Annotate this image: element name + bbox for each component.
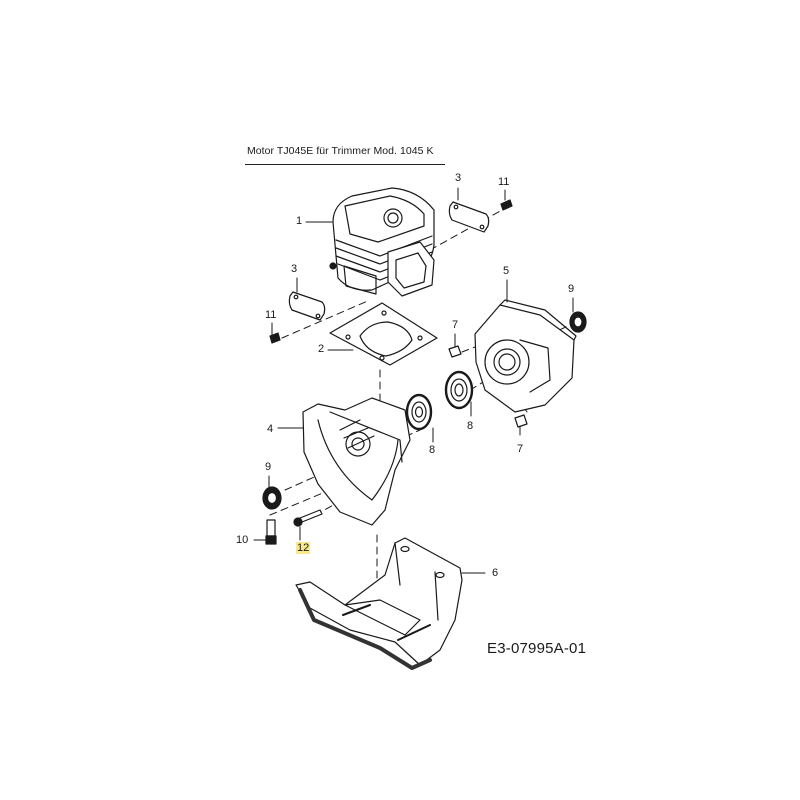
screw-right-part-11	[500, 199, 513, 211]
shaft-seal-left-part-9	[262, 486, 282, 510]
screw-part-12	[293, 509, 323, 527]
callout-4: 4	[267, 423, 274, 435]
callout-7-upper: 7	[452, 319, 459, 331]
cylinder-part-1	[329, 187, 435, 297]
dowel-pin-upper-part-7	[448, 345, 462, 358]
diagram-title: Motor TJ045E für Trimmer Mod. 1045 K	[247, 145, 434, 157]
ball-bearing-right-part-8	[444, 370, 474, 410]
callout-11-right: 11	[498, 176, 510, 188]
cover-plate-left-part-3	[288, 291, 326, 321]
cylinder-gasket-part-2	[329, 302, 438, 366]
callout-9-right: 9	[568, 283, 575, 295]
callout-3-left: 3	[291, 263, 298, 275]
ball-bearing-left-part-8	[405, 393, 433, 431]
callout-6: 6	[492, 567, 499, 579]
callout-10: 10	[236, 534, 249, 546]
screw-left-part-11	[269, 332, 281, 344]
callout-12-highlighted: 12	[296, 542, 311, 554]
cover-plate-right-part-3	[448, 201, 490, 233]
callout-2: 2	[318, 343, 325, 355]
callout-8-left: 8	[429, 444, 436, 456]
callout-5: 5	[503, 265, 510, 277]
callout-1: 1	[296, 215, 303, 227]
callout-3-right: 3	[455, 172, 462, 184]
leader-lines	[253, 187, 574, 574]
title-underline	[245, 164, 445, 166]
fuel-tank-bracket-part-6	[295, 537, 463, 670]
crankcase-right-part-5	[474, 299, 577, 413]
callout-9-left: 9	[265, 461, 272, 473]
drawing-code: E3-07995A-01	[487, 640, 587, 657]
bolt-part-10	[265, 519, 277, 545]
callout-11-left: 11	[265, 309, 277, 321]
dowel-pin-lower-part-7	[514, 414, 528, 428]
crankcase-left-part-4	[302, 397, 411, 526]
shaft-seal-right-part-9	[569, 311, 587, 333]
callout-8-right: 8	[467, 420, 474, 432]
callout-7-lower: 7	[517, 443, 524, 455]
